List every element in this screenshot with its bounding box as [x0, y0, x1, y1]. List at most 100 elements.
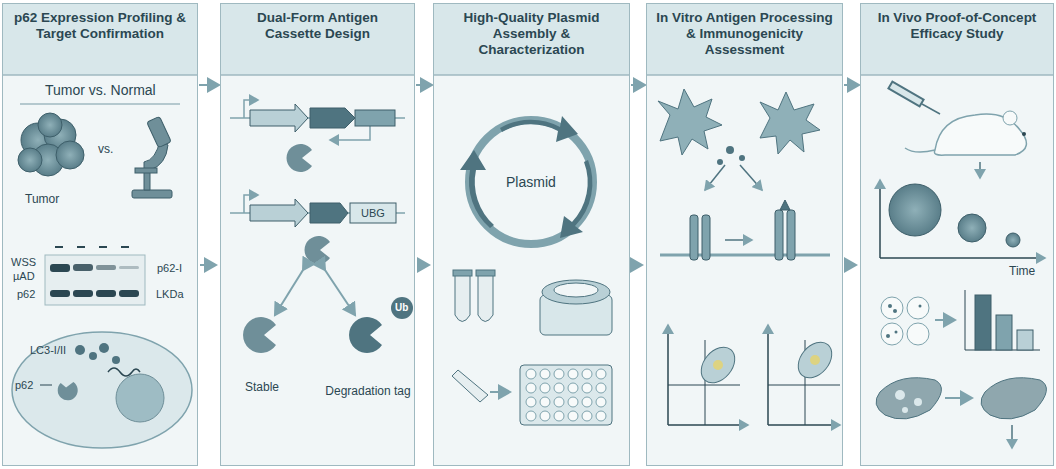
illustration-part — [596, 383, 606, 393]
illustration-part — [1017, 330, 1033, 350]
illustration-part — [981, 378, 1046, 419]
illustration-part — [305, 236, 330, 264]
stage-heading: In Vivo Proof-of-Concept Efficacy Study — [861, 4, 1053, 48]
illustration-part — [433, 74, 630, 76]
illustration-part — [75, 343, 120, 364]
illustration-part — [54, 376, 82, 404]
illustration-part — [694, 336, 838, 390]
illustration-part — [881, 297, 903, 319]
illustration-part — [568, 369, 578, 379]
stage-panel: High-Quality Plasmid Assembly & Characte… — [433, 3, 630, 466]
illustration-part — [2, 3, 1054, 75]
illustration-part — [132, 116, 172, 198]
illustration-part — [935, 319, 955, 321]
illustration-part — [50, 290, 70, 297]
illustration-part — [99, 343, 109, 353]
illustration-part — [520, 365, 612, 425]
illustration-part — [945, 397, 972, 399]
illustration-part — [18, 148, 42, 172]
figure-label: vs. — [98, 143, 113, 157]
illustration-part — [554, 397, 564, 407]
illustration-part — [540, 397, 550, 407]
illustration-part — [526, 397, 536, 407]
flow-arrow — [844, 84, 859, 86]
illustration-part — [417, 264, 429, 266]
illustration-part — [526, 411, 536, 421]
figure-label: Time — [1009, 265, 1035, 279]
illustration-part — [200, 264, 856, 266]
illustration-part — [1022, 132, 1026, 136]
illustration-part — [658, 89, 722, 155]
illustration-part — [668, 424, 748, 426]
stage-heading: Dual-Form Antigen Cassette Design — [221, 4, 414, 48]
illustration-part — [135, 168, 157, 173]
illustration-part — [147, 116, 172, 147]
illustration-part — [690, 215, 698, 260]
illustration-part — [694, 341, 741, 390]
illustration-part — [658, 89, 820, 155]
illustration-part — [780, 200, 790, 210]
illustration-part — [325, 270, 355, 315]
illustration-part — [220, 3, 415, 75]
illustration-part — [582, 369, 592, 379]
illustration-part — [713, 355, 820, 370]
illustration-part — [542, 280, 610, 304]
illustration-part — [979, 162, 981, 178]
illustration-part — [996, 315, 1012, 350]
illustration-part — [554, 369, 564, 379]
illustration-part — [2, 3, 1054, 466]
illustration-part — [526, 369, 536, 379]
illustration-part — [144, 140, 168, 190]
illustration-part — [554, 411, 564, 421]
illustration-part — [768, 325, 840, 425]
illustration-part — [1003, 111, 1017, 125]
figure-label: Plasmid — [506, 174, 556, 190]
illustration-part — [705, 165, 762, 240]
figure-label: Degradation tag — [323, 385, 413, 399]
illustration-part — [119, 290, 139, 297]
illustration-part — [596, 397, 606, 407]
illustration-part — [453, 270, 472, 276]
illustration-part — [888, 82, 923, 107]
illustration-part — [568, 397, 578, 407]
illustration-part — [880, 257, 1045, 259]
illustration-part — [760, 92, 820, 154]
illustration-part — [526, 383, 536, 393]
illustration-part — [310, 203, 348, 223]
illustration-part — [717, 146, 745, 165]
illustration-part — [18, 113, 84, 176]
illustration-part — [902, 407, 908, 413]
stage-panel: In Vitro Antigen Processing & Immunogeni… — [646, 3, 843, 466]
illustration-part — [914, 398, 922, 406]
illustration-part — [75, 345, 85, 355]
illustration-part — [668, 385, 740, 386]
figure-label: LKDa — [156, 288, 184, 301]
illustration-part — [526, 369, 606, 421]
illustration-part — [810, 355, 820, 365]
illustration-part — [876, 378, 941, 419]
illustration-part — [596, 369, 606, 379]
illustration-part — [582, 397, 592, 407]
illustration-part — [250, 104, 396, 227]
illustration-part — [726, 146, 734, 154]
illustration-part — [922, 104, 940, 114]
flow-arrow — [199, 84, 219, 86]
illustration-part — [476, 270, 495, 276]
illustration-part — [73, 264, 93, 271]
figure-label: p62 — [17, 288, 35, 301]
illustration-part — [876, 378, 1046, 419]
figure-label: UBG — [361, 207, 385, 220]
illustration-part — [860, 74, 1054, 76]
illustration-part — [713, 360, 723, 370]
illustration-part — [775, 210, 783, 260]
illustration-part — [73, 290, 93, 297]
illustration-part — [739, 155, 745, 161]
illustration-part — [554, 383, 564, 393]
illustration-part — [787, 210, 795, 260]
illustration-part — [275, 270, 355, 315]
figure-label: LC3-I/II — [30, 344, 66, 357]
illustration-part — [895, 390, 922, 413]
illustration-part — [349, 317, 382, 353]
illustration-part — [1006, 233, 1020, 247]
